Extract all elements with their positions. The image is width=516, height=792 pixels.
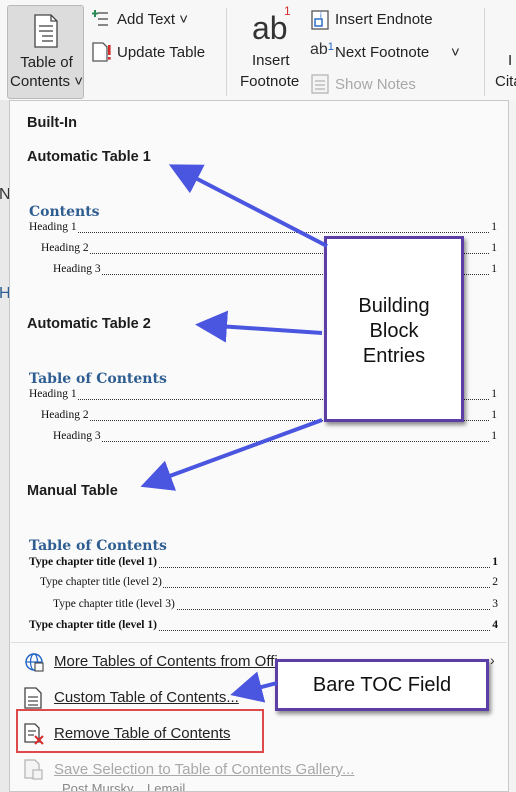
next-footnote-dropdown[interactable]: ˅ (451, 44, 460, 61)
preview-heading: Table of Contents (29, 371, 167, 387)
show-notes-icon (311, 74, 329, 94)
preview-line: Type chapter title (level 2)2 (40, 576, 498, 588)
more-tables-of-contents-menu-item[interactable]: More Tables of Contents from Offi (54, 653, 278, 670)
preview-line: Type chapter title (level 1)1 (29, 556, 498, 568)
entry-title: Automatic Table 1 (27, 149, 151, 165)
callout-line: Entries (362, 345, 426, 367)
citation-label-partial-line2: Cita (495, 73, 516, 90)
save-selection-menu-item[interactable]: Save Selection to Table of Contents Gall… (54, 761, 355, 778)
ribbon-separator (484, 8, 485, 96)
chevron-right-icon: › (490, 652, 495, 668)
next-footnote-button[interactable]: Next Footnote (335, 44, 430, 61)
preview-line: Type chapter title (level 3)3 (53, 598, 498, 610)
preview-heading: Table of Contents (29, 538, 167, 554)
citation-label-partial-line1: I (508, 52, 513, 69)
menu-divider (11, 642, 507, 643)
custom-table-of-contents-menu-item[interactable]: Custom Table of Contents... (54, 689, 239, 706)
remove-toc-icon (24, 723, 44, 745)
svg-text:i: i (320, 11, 322, 20)
built-in-header: Built-In (27, 115, 77, 131)
insert-endnote-button[interactable]: Insert Endnote (335, 11, 433, 28)
document-text-peek: Post Mursky... Lemail (62, 781, 186, 791)
insert-footnote-label-line2: Footnote (240, 73, 300, 90)
building-block-entries-callout: Building Block Entries (324, 236, 464, 422)
document-edge-char: N (0, 186, 11, 203)
update-table-icon (92, 42, 111, 62)
save-selection-icon (24, 759, 43, 780)
ribbon: Table of Contents ˅ Add Text ˅ Update Ta… (0, 0, 516, 100)
toc-label-line2: Contents ˅ (10, 73, 83, 90)
add-text-button[interactable]: Add Text ˅ (117, 11, 189, 28)
callout-line: Block (369, 320, 419, 342)
entry-title: Automatic Table 2 (27, 316, 151, 332)
document-edge-char: H (0, 285, 11, 302)
show-notes-button[interactable]: Show Notes (335, 76, 416, 93)
toc-label-line1: Table of (20, 54, 73, 71)
preview-heading: Contents (29, 204, 100, 220)
bare-toc-field-callout: Bare TOC Field (275, 659, 489, 711)
table-of-contents-icon (34, 14, 58, 48)
custom-toc-icon (24, 687, 42, 709)
entry-title: Manual Table (27, 483, 118, 499)
add-text-icon (92, 10, 108, 26)
document-edge: N H (0, 100, 11, 792)
insert-footnote-label-line1: Insert (252, 52, 290, 69)
insert-endnote-icon: i (311, 10, 329, 30)
next-footnote-icon: ab1 (310, 41, 334, 58)
remove-toc-highlight (16, 709, 264, 753)
footnote-ab-icon: ab (252, 10, 288, 46)
table-of-contents-button[interactable]: Table of Contents ˅ (7, 5, 84, 99)
ribbon-separator (226, 8, 227, 96)
remove-table-of-contents-menu-item[interactable]: Remove Table of Contents (54, 725, 231, 742)
table-of-contents-label: Table of Contents ˅ (8, 53, 85, 91)
update-table-button[interactable]: Update Table (117, 44, 206, 61)
callout-line: Building (358, 295, 430, 317)
globe-icon (25, 653, 44, 672)
preview-line: Type chapter title (level 1)4 (29, 619, 498, 631)
footnote-superscript-icon: 1 (284, 4, 291, 18)
